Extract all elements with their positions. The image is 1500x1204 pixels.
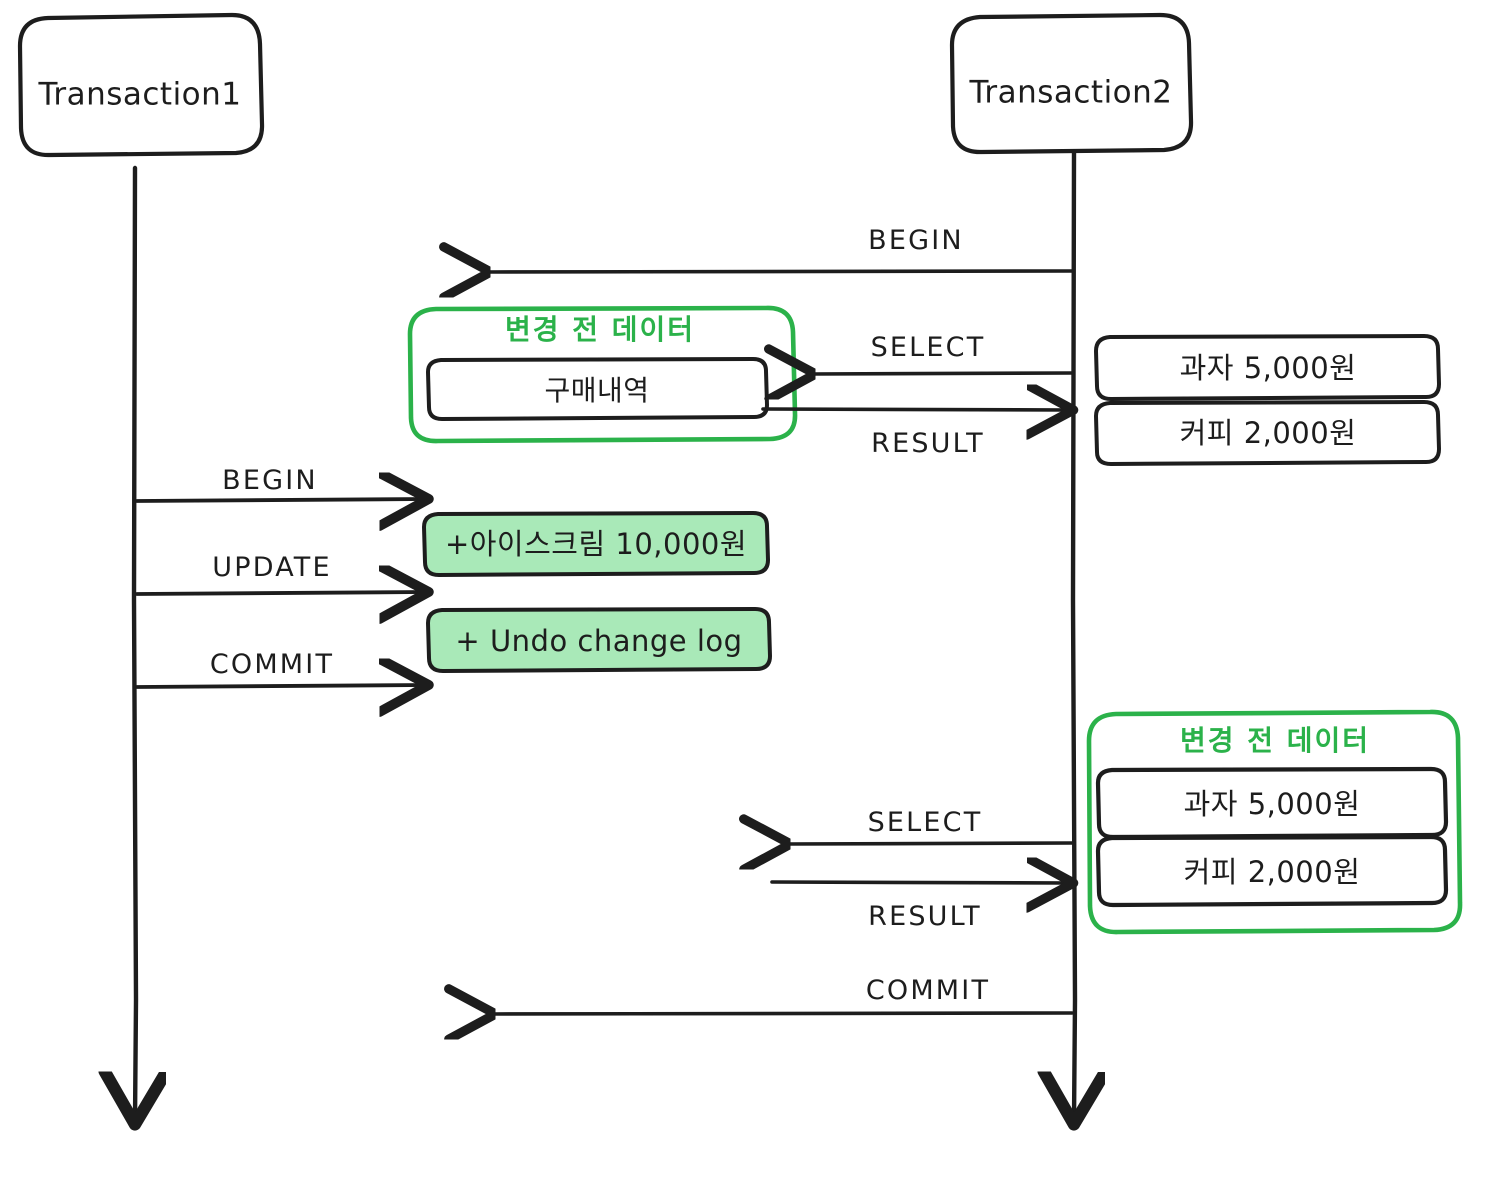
message-label-begin-left: BEGIN <box>222 465 318 496</box>
message-label-select-top: SELECT <box>871 332 986 363</box>
highlight-box-undo-log[interactable]: + Undo change log <box>426 607 772 673</box>
message-label-select-bottom: SELECT <box>868 807 983 838</box>
message-label-result-bottom: RESULT <box>868 901 982 932</box>
message-begin-top[interactable]: BEGIN <box>487 225 1074 272</box>
actor-box-shape <box>949 12 1194 155</box>
actor-box-transaction1[interactable]: Transaction1 <box>17 12 265 158</box>
data-box-shape <box>1094 334 1441 401</box>
highlight-box-icecream[interactable]: +아이스크림 10,000원 <box>422 511 770 577</box>
message-select-bottom[interactable]: SELECT <box>787 807 1074 844</box>
message-arrow <box>770 882 1070 883</box>
item-box-shape <box>1095 766 1449 840</box>
group-item-coffee[interactable]: 커피 2,000원 <box>1095 834 1449 908</box>
data-box-coffee[interactable]: 커피 2,000원 <box>1094 400 1441 466</box>
message-label-update-left: UPDATE <box>212 552 332 583</box>
item-label-purchase-history: 구매내역 <box>544 374 649 407</box>
lifeline-transaction1 <box>134 165 136 1120</box>
group-title-top: 변경 전 데이터 <box>505 313 695 346</box>
actor-label-transaction1: Transaction1 <box>37 77 241 113</box>
message-arrow <box>812 373 1074 374</box>
group-before-change-top: 변경 전 데이터 구매내역 <box>407 305 798 444</box>
group-before-change-bottom: 변경 전 데이터 과자 5,000원 커피 2,000원 <box>1086 709 1463 935</box>
message-arrow <box>787 843 1074 844</box>
message-label-commit-bottom: COMMIT <box>866 975 990 1006</box>
message-select-top[interactable]: SELECT <box>812 332 1074 374</box>
message-commit-bottom[interactable]: COMMIT <box>492 975 1074 1014</box>
actor-box-transaction2[interactable]: Transaction2 <box>949 12 1194 155</box>
data-box-shape <box>1094 400 1441 466</box>
message-arrow <box>135 685 425 687</box>
highlight-box-shape <box>426 607 772 673</box>
item-box-shape <box>1095 834 1449 908</box>
highlight-box-label-icecream: +아이스크림 10,000원 <box>445 527 747 561</box>
group-item-snack[interactable]: 과자 5,000원 <box>1095 766 1449 840</box>
lifeline-transaction2 <box>1073 149 1075 1120</box>
actor-label-transaction2: Transaction2 <box>968 75 1172 111</box>
message-arrow <box>487 271 1074 272</box>
message-arrow <box>135 592 425 594</box>
item-label-snack: 과자 5,000원 <box>1184 787 1361 821</box>
item-label-coffee: 커피 2,000원 <box>1184 855 1361 889</box>
message-result-bottom[interactable]: RESULT <box>770 882 1070 932</box>
message-arrow <box>492 1013 1074 1014</box>
data-box-label-snack: 과자 5,000원 <box>1180 351 1357 385</box>
actor-box-shape <box>17 12 265 158</box>
group-title-bottom: 변경 전 데이터 <box>1180 724 1370 757</box>
message-result-top[interactable]: RESULT <box>761 409 1070 459</box>
item-box-shape <box>426 357 769 421</box>
message-label-begin-top: BEGIN <box>868 225 964 256</box>
data-box-label-coffee: 커피 2,000원 <box>1180 416 1357 450</box>
highlight-box-label-undo-log: + Undo change log <box>455 624 742 658</box>
message-label-commit-left: COMMIT <box>210 649 334 680</box>
message-arrow <box>135 499 425 501</box>
message-label-result-top: RESULT <box>871 428 985 459</box>
message-arrow <box>761 409 1070 410</box>
message-commit-left[interactable]: COMMIT <box>135 649 425 687</box>
group-item-purchase-history[interactable]: 구매내역 <box>426 357 769 421</box>
data-box-snack[interactable]: 과자 5,000원 <box>1094 334 1441 401</box>
message-begin-left[interactable]: BEGIN <box>135 465 425 501</box>
message-update-left[interactable]: UPDATE <box>135 552 425 594</box>
